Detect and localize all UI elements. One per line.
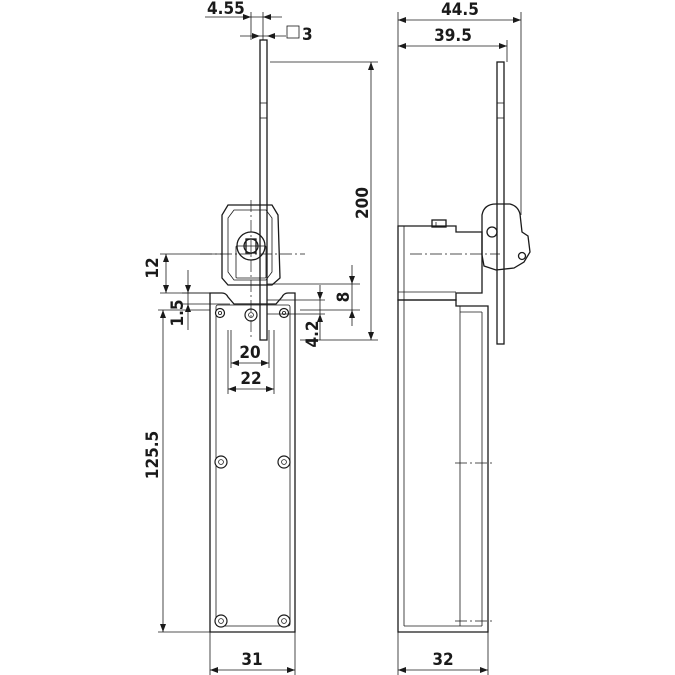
- dim-body-height: 125.5: [143, 431, 163, 479]
- screw-bottom-right: [277, 614, 291, 628]
- side-lever-mount: [481, 203, 531, 271]
- dim-lever-length: 200: [353, 187, 373, 219]
- side-body: [397, 299, 489, 633]
- front-pivot-slot: [245, 238, 257, 254]
- dim-lever-offset: 4.55: [207, 0, 245, 19]
- screw-bottom-left: [214, 614, 228, 628]
- dim-side-inner-width: 39.5: [434, 26, 472, 46]
- side-lever-rod: [496, 61, 505, 345]
- side-view: [397, 61, 531, 633]
- dim-body-width: 31: [241, 650, 262, 670]
- front-lever-rod: [259, 39, 268, 341]
- dim-actuator-offset: 4.2: [303, 320, 323, 347]
- side-pivot: [486, 226, 498, 238]
- square-section-icon: [286, 25, 300, 39]
- side-head: [397, 225, 483, 301]
- dim-rod-square: 3: [302, 25, 313, 45]
- dim-side-body-depth: 32: [432, 650, 453, 670]
- screw-top-right: [278, 307, 290, 319]
- dim-side-total-width: 44.5: [441, 0, 479, 20]
- dim-inner-width: 20: [239, 343, 260, 363]
- dim-step-height: 1.5: [168, 299, 188, 326]
- front-head: [221, 204, 281, 286]
- front-view: [200, 39, 305, 633]
- screw-top-left: [214, 307, 226, 319]
- screw-mid-right: [277, 455, 291, 469]
- dim-head-height: 12: [143, 257, 163, 278]
- screw-mid-left: [214, 455, 228, 469]
- front-housing: [209, 292, 296, 633]
- side-dimensions: 44.5 39.5 32: [397, 0, 522, 675]
- front-head-inner: [227, 209, 273, 281]
- dim-outer-width: 22: [240, 369, 261, 389]
- side-head-cap: [431, 219, 447, 228]
- dim-actuator-height: 8: [334, 292, 354, 303]
- front-dimensions: 4.55 3 200 12 1.5 8: [143, 0, 378, 675]
- side-pivot-small: [517, 251, 527, 261]
